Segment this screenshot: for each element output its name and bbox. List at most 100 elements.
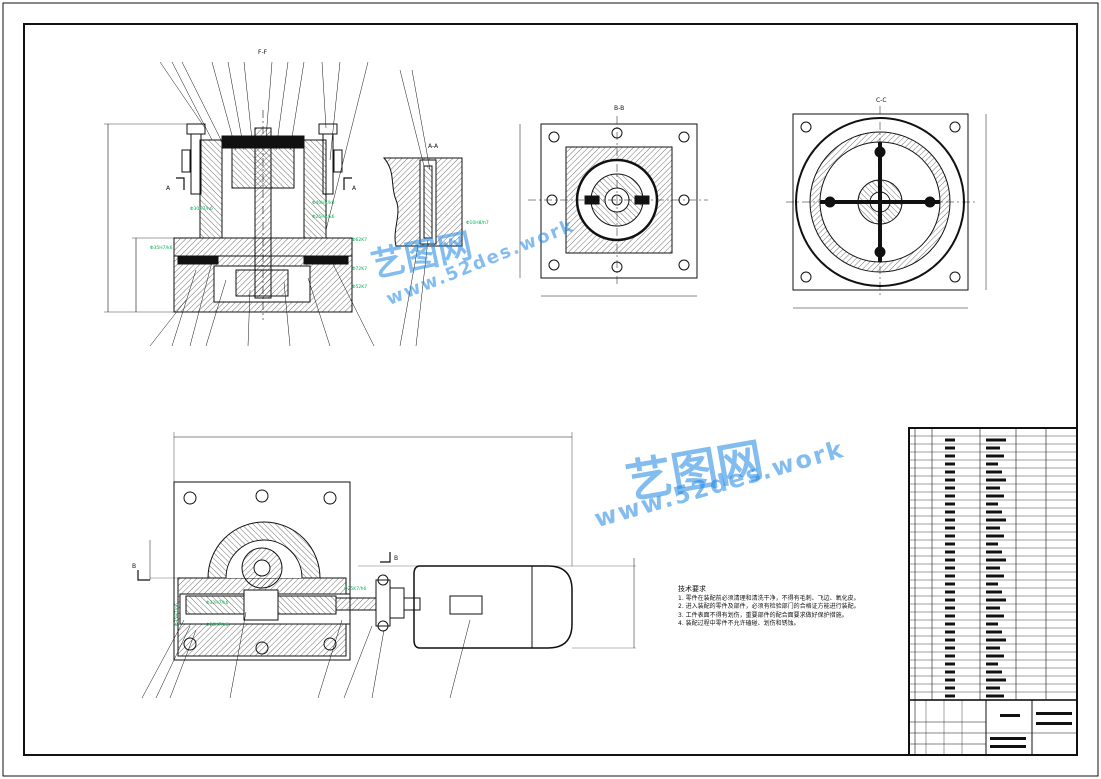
title-block: [908, 699, 1078, 756]
parts-list-text-glyph: [986, 694, 1004, 698]
parts-list-text-glyph: [986, 526, 1000, 530]
parts-list-text-glyph: [986, 574, 1004, 578]
svg-text:A: A: [352, 185, 357, 192]
bolt-hole-group: [183, 489, 337, 655]
fit-label: Φ25K7/h6: [344, 586, 366, 592]
parts-list-text-glyph: [945, 630, 955, 634]
requirement-item: 4. 装配过程中零件不允许磕碰、划伤和锈蚀。: [678, 619, 800, 627]
parts-list-text-glyph: [986, 502, 998, 506]
fit-label: Φ20H7/k6: [206, 622, 229, 628]
parts-list-text-glyph: [945, 438, 955, 442]
parts-list-text-glyph: [945, 510, 955, 514]
parts-list-text-glyph: [986, 606, 1000, 610]
parts-list-text-glyph: [945, 470, 955, 474]
parts-list-text-glyph: [986, 678, 1006, 682]
parts-list-text-glyph: [945, 670, 955, 674]
inner-border: [23, 23, 1078, 756]
parts-list-text-glyph: [945, 662, 955, 666]
parts-list-text-glyph: [945, 502, 955, 506]
parts-list-text-glyph: [986, 662, 998, 666]
parts-list-text-glyph: [986, 534, 1004, 538]
parts-list-text-glyph: [945, 598, 955, 602]
fit-label: Φ40H7/k6: [312, 200, 335, 206]
parts-list-text-glyph: [986, 438, 1006, 442]
parts-list-text-glyph: [945, 542, 955, 546]
view-bb: B-B: [519, 105, 708, 297]
fit-label: Φ35H7/k6: [150, 245, 173, 251]
parts-list-text-glyph: [986, 486, 1000, 490]
parts-list-text-glyph: [986, 598, 1006, 602]
parts-list-text-glyph: [945, 566, 955, 570]
parts-list-text-glyph: [986, 478, 1006, 482]
fit-label: Φ10H8/h7: [466, 220, 489, 226]
parts-list: [908, 427, 1078, 756]
parts-list-text-glyph: [945, 478, 955, 482]
parts-list-text-glyph: [986, 630, 1002, 634]
parts-list-text-glyph: [986, 686, 1000, 690]
section-marks: A A: [166, 185, 357, 192]
parts-list-text-glyph: [986, 582, 998, 586]
parts-list-text-glyph: [945, 486, 955, 490]
parts-list-text-glyph: [945, 582, 955, 586]
parts-list-text-glyph: [945, 622, 955, 626]
parts-list-text-glyph: [945, 454, 955, 458]
parts-list-text-glyph: [945, 550, 955, 554]
parts-list-text-glyph: [986, 590, 1002, 594]
top-view-with-motor: [137, 432, 636, 699]
svg-text:B: B: [394, 555, 398, 562]
fit-label: Φ52K7: [352, 284, 367, 290]
parts-list-text-glyph: [945, 678, 955, 682]
parts-list-text-glyph: [986, 614, 1004, 618]
technical-requirements-title: 技术要求: [678, 585, 706, 593]
fit-label: Φ30H7/h6: [190, 206, 213, 212]
parts-list-text-glyph: [986, 462, 998, 466]
view-label-aa: A-A: [428, 143, 439, 150]
parts-list-text-glyph: [986, 558, 1006, 562]
parts-list-text-glyph: [945, 694, 955, 698]
svg-text:B: B: [132, 563, 136, 570]
fit-label: Φ32H7/k6: [206, 600, 229, 606]
parts-list-text-glyph: [945, 590, 955, 594]
svg-text:A: A: [166, 185, 171, 192]
view-label-cc: C-C: [876, 97, 887, 104]
section-view-aa: A-A: [382, 69, 463, 347]
parts-list-text-glyph: [945, 646, 955, 650]
parts-list-text-glyph: [945, 518, 955, 522]
parts-list-text-glyph: [986, 454, 1004, 458]
section-marks-bottom: B B: [132, 555, 398, 570]
fit-label: Φ72K7: [352, 266, 367, 272]
requirement-item: 2. 进入装配的零件及部件，必须有检验部门的合格证方能进行装配。: [678, 603, 860, 611]
parts-list-text-glyph: [986, 470, 1002, 474]
parts-list-text-glyph: [986, 566, 1000, 570]
parts-list-text-glyph: [945, 462, 955, 466]
fit-label: Φ62K7: [352, 237, 367, 243]
parts-list-text-glyph: [945, 494, 955, 498]
requirement-item: 1. 零件在装配前必须清理和清洗干净，不得有毛刺、飞边、氧化皮。: [678, 595, 860, 603]
parts-list-text-glyph: [986, 510, 1002, 514]
requirement-item: 3. 工件表面不得有划伤，重要部件的配合面要求做好保护措施。: [678, 611, 848, 619]
parts-list-text-glyph: [945, 446, 955, 450]
parts-list-text-glyph: [945, 614, 955, 618]
parts-list-text-glyph: [945, 558, 955, 562]
parts-list-text-glyph: [945, 654, 955, 658]
parts-list-text-glyph: [986, 670, 1002, 674]
parts-list-text-glyph: [986, 622, 998, 626]
fit-labels-bottom: Φ35H7/n6 Φ32H7/k6 Φ20H7/k6 Φ25K7/h6: [174, 586, 366, 628]
fit-labels-ff: Φ30H7/h6 Φ40H7/k6 Φ25H7/k6 Φ62K7 Φ35H7/k…: [150, 200, 367, 290]
fit-label: Φ35H7/n6: [174, 603, 180, 626]
view-label-ff: F-F: [258, 49, 268, 56]
section-view-ff: F-F: [104, 49, 375, 347]
parts-list-text-glyph: [986, 446, 1000, 450]
parts-list-text-glyph: [945, 574, 955, 578]
parts-list-text-glyph: [986, 638, 1006, 642]
view-label-bb: B-B: [614, 105, 624, 112]
technical-requirements: 技术要求 1. 零件在装配前必须清理和清洗干净，不得有毛刺、飞边、氧化皮。 2.…: [678, 585, 893, 628]
parts-list-text-glyph: [986, 542, 998, 546]
parts-list-text-glyph: [945, 606, 955, 610]
parts-list-text-glyph: [986, 494, 1004, 498]
parts-list-text-glyph: [986, 654, 1004, 658]
fit-label: Φ25H7/k6: [312, 214, 335, 220]
parts-list-text-glyph: [945, 638, 955, 642]
